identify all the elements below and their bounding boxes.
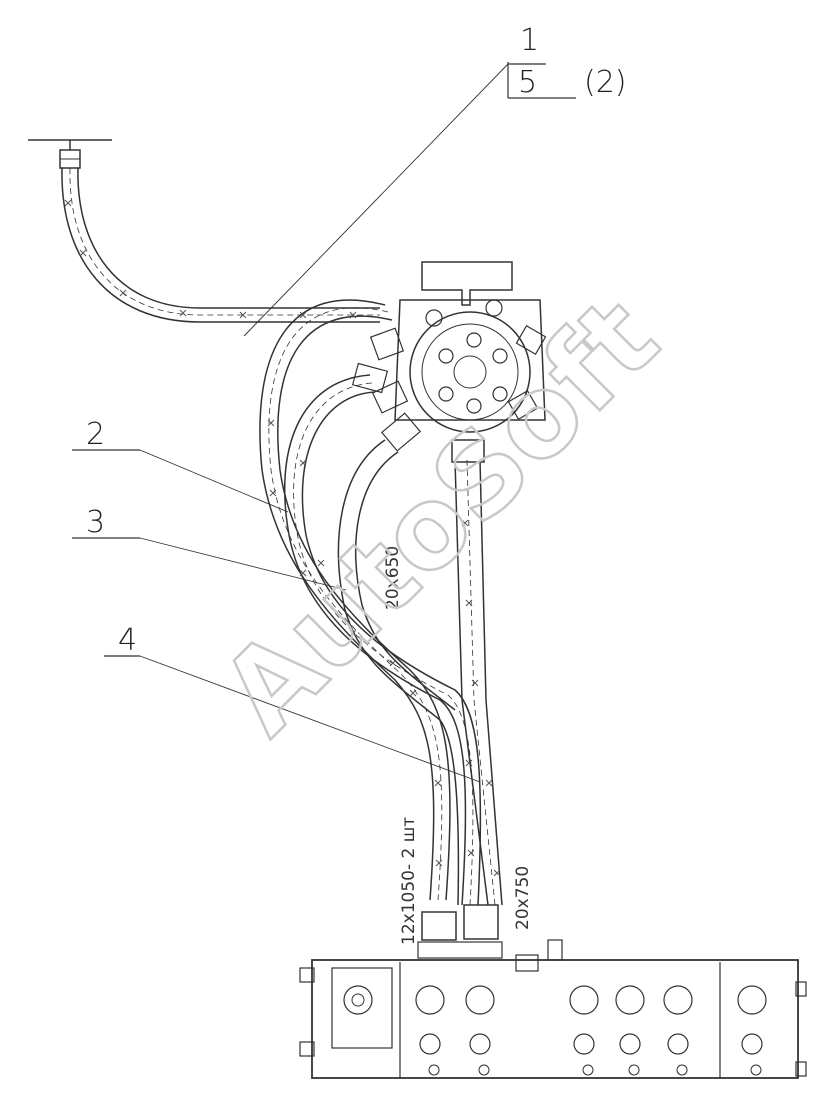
label-3: 3 [86, 505, 105, 540]
hose-3 [283, 374, 482, 906]
dimension-hose-3: 20x650 [383, 546, 403, 610]
label-4: 4 [118, 623, 137, 658]
label-1: 1 [520, 23, 539, 58]
hose-right-vertical [451, 439, 503, 906]
label-2: 2 [86, 417, 105, 452]
hose-4 [337, 439, 460, 906]
hose-end-fittings [417, 904, 563, 972]
label-5-count: (2) [584, 65, 627, 100]
dimension-hose-right: 20x750 [513, 866, 533, 930]
top-mount-bracket [28, 139, 112, 169]
hose-hatch-marks [64, 199, 501, 877]
control-valve-block [299, 959, 807, 1079]
dimension-hose-left: 12x1050- 2 шт [399, 817, 419, 945]
leader-lines [72, 62, 576, 783]
watermark: AutoSoft [197, 273, 683, 759]
rotary-distributor [351, 261, 547, 452]
label-5: 5 [518, 65, 537, 100]
